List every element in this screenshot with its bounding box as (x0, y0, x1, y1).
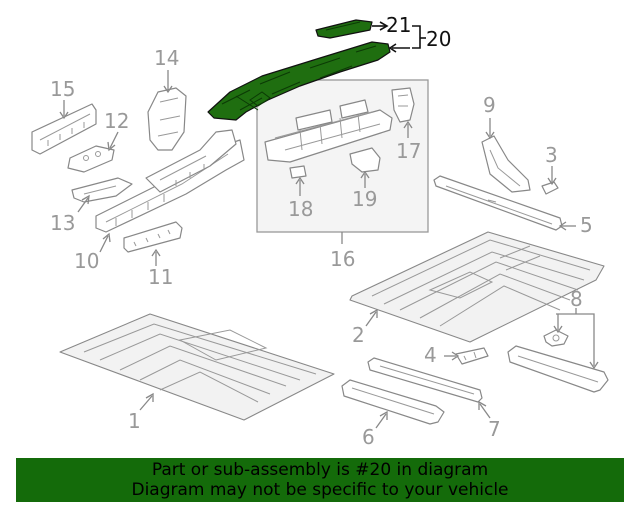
part-21[interactable] (315, 19, 373, 39)
notice-banner: Part or sub-assembly is #20 in diagram D… (16, 458, 624, 502)
part-4[interactable] (455, 347, 489, 365)
part-12[interactable] (67, 145, 115, 173)
right-leaders (485, 118, 576, 231)
callout-14: 14 (154, 46, 179, 70)
callout-17: 17 (396, 139, 421, 163)
callout-8: 8 (570, 287, 583, 311)
callout-16: 16 (330, 247, 355, 271)
part-1[interactable] (59, 313, 335, 421)
part-9[interactable] (481, 135, 531, 193)
part-11[interactable] (123, 221, 183, 253)
part-3[interactable] (541, 181, 559, 195)
rails-leaders (375, 308, 599, 429)
part-5[interactable] (433, 175, 563, 231)
part-1-leader (139, 392, 154, 411)
part-14[interactable] (147, 87, 187, 151)
part-7[interactable] (367, 357, 483, 403)
callout-18: 18 (288, 197, 313, 221)
callout-9: 9 (483, 93, 496, 117)
banner-line-disclaimer: Diagram may not be specific to your vehi… (131, 480, 509, 500)
callout-labels: 1 2 3 4 5 6 7 8 9 10 11 12 13 14 15 16 1… (50, 13, 593, 449)
callout-3: 3 (545, 143, 558, 167)
callout-20: 20 (426, 27, 451, 51)
left-cluster-leaders (59, 70, 173, 266)
callout-13: 13 (50, 211, 75, 235)
part-2-leader (365, 308, 378, 327)
banner-line-part-info: Part or sub-assembly is #20 in diagram (151, 460, 489, 480)
callout-1: 1 (128, 409, 141, 433)
part-2[interactable] (349, 231, 605, 343)
part-10[interactable] (95, 129, 245, 233)
callout-12: 12 (104, 109, 129, 133)
part-20-highlighted[interactable] (207, 41, 391, 121)
callout-4: 4 (424, 343, 437, 367)
part-15[interactable] (31, 103, 97, 155)
callout-10: 10 (74, 249, 99, 273)
part-8[interactable] (507, 329, 609, 393)
part-16-group-box (256, 79, 429, 233)
callout-6: 6 (362, 425, 375, 449)
callout-19: 19 (352, 187, 377, 211)
callout-11: 11 (148, 265, 173, 289)
part-13[interactable] (71, 177, 133, 203)
callout-15: 15 (50, 77, 75, 101)
part-16-leaders (295, 120, 413, 244)
part-20-21-leaders (372, 21, 426, 53)
part-6[interactable] (341, 379, 445, 425)
callout-21: 21 (386, 13, 411, 37)
callout-5: 5 (580, 213, 593, 237)
callout-2: 2 (352, 323, 365, 347)
parts-diagram: 1 2 3 4 5 6 7 8 9 10 11 12 13 14 15 16 1… (31, 13, 609, 449)
callout-7: 7 (488, 417, 501, 441)
